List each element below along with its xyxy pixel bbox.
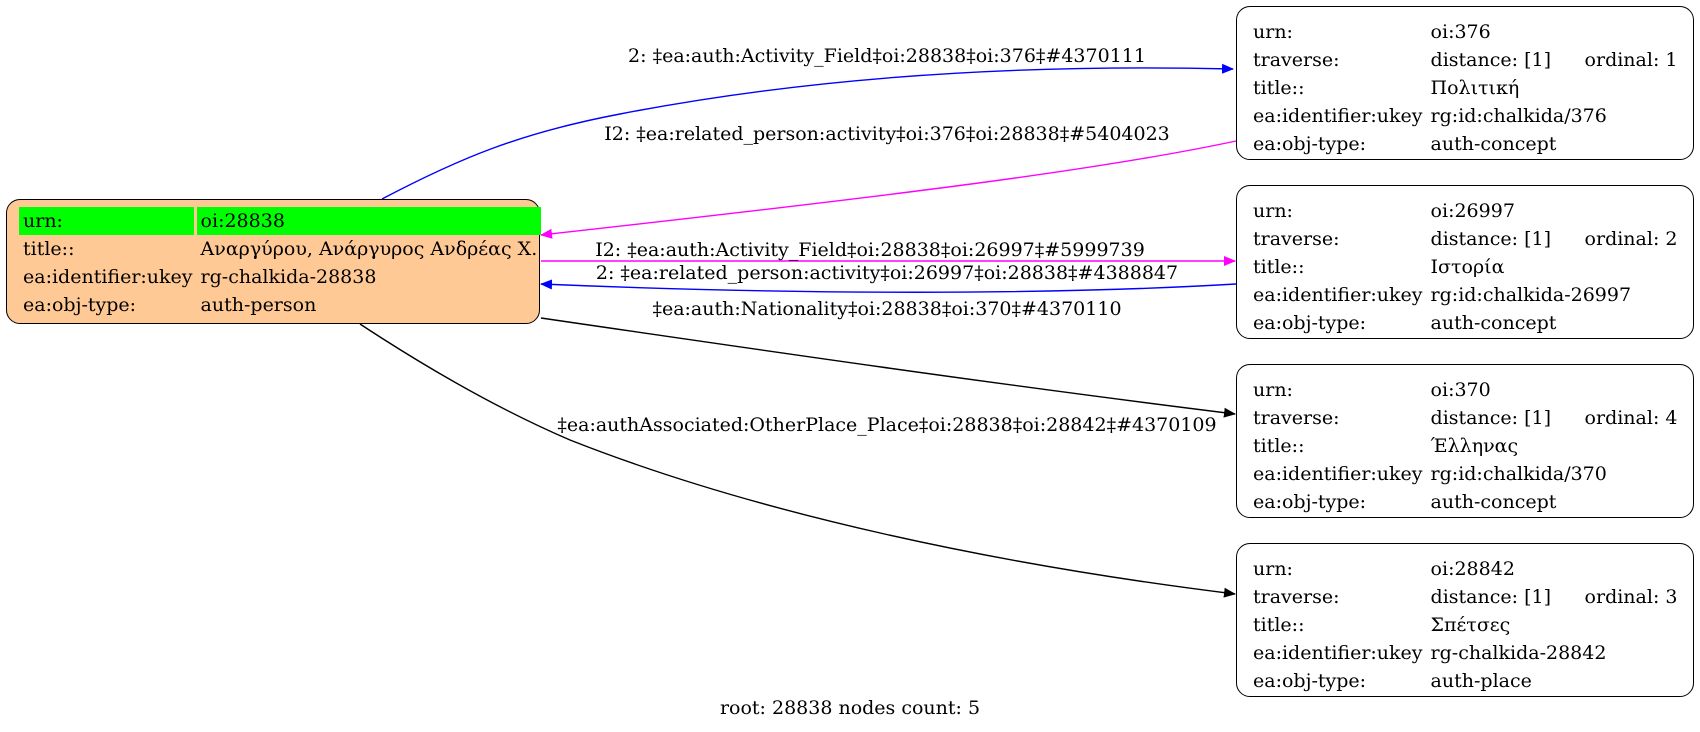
edge-nationality-370 bbox=[540, 317, 1236, 418]
ukey-value: rg:id:chalkida/376 bbox=[1430, 105, 1607, 127]
node-28842[interactable]: urn: oi:28842 traverse: distance: [1] ordin… bbox=[1236, 543, 1694, 697]
ukey-key: ea:identifier:ukey bbox=[1253, 105, 1423, 127]
traverse-key: traverse: bbox=[1253, 586, 1340, 608]
ukey-key: ea:identifier:ukey bbox=[1253, 463, 1423, 485]
node-28842-row-title: title::Σπέτσες bbox=[1249, 611, 1681, 639]
type-key: ea:obj-type: bbox=[1253, 312, 1367, 334]
title-key: title:: bbox=[1253, 77, 1305, 99]
distance-value: distance: [1] bbox=[1430, 407, 1551, 429]
root-node[interactable]: urn: oi:28838 title:: Αναργύρου, Ανάργυρ… bbox=[6, 199, 542, 324]
node-28842-row-traverse: traverse: distance: [1] ordinal: 3 bbox=[1249, 583, 1681, 611]
edge-label-activity-field-26997: I2: ‡ea:auth:Activity_Field‡oi:28838‡oi:… bbox=[595, 239, 1145, 261]
edge-label-related-person-376: I2: ‡ea:related_person:activity‡oi:376‡o… bbox=[604, 123, 1170, 145]
root-row-urn: urn: oi:28838 bbox=[19, 207, 542, 235]
urn-value: oi:28842 bbox=[1430, 558, 1515, 580]
type-key: ea:obj-type: bbox=[1253, 491, 1367, 513]
ukey-value: rg-chalkida-28842 bbox=[1430, 642, 1607, 664]
graph-footer: root: 28838 nodes count: 5 bbox=[719, 697, 981, 719]
ordinal-value: ordinal: 1 bbox=[1584, 49, 1678, 71]
ordinal-value: ordinal: 3 bbox=[1584, 586, 1678, 608]
ukey-value: rg:id:chalkida-26997 bbox=[1430, 284, 1632, 306]
root-title-value: Αναργύρου, Ανάργυρος Ανδρέας Χ. bbox=[200, 238, 538, 260]
root-ukey-value: rg-chalkida-28838 bbox=[200, 266, 377, 288]
type-value: auth-concept bbox=[1430, 133, 1557, 155]
title-value: Πολιτική bbox=[1430, 77, 1520, 99]
node-370-row-type: ea:obj-type: auth-concept bbox=[1249, 488, 1681, 516]
root-urn-key: urn: bbox=[19, 207, 197, 235]
traverse-key: traverse: bbox=[1253, 228, 1340, 250]
node-370-row-ukey: ea:identifier:ukey rg:id:chalkida/370 bbox=[1249, 460, 1681, 488]
edge-other-place-28842 bbox=[359, 323, 1236, 598]
urn-key: urn: bbox=[1253, 21, 1293, 43]
root-node-table: urn: oi:28838 title:: Αναργύρου, Ανάργυρ… bbox=[19, 207, 542, 319]
edge-label-activity-field-376: 2: ‡ea:auth:Activity_Field‡oi:28838‡oi:3… bbox=[628, 45, 1146, 67]
urn-value: oi:376 bbox=[1430, 21, 1491, 43]
root-title-key: title:: bbox=[23, 238, 75, 260]
distance-value: distance: [1] bbox=[1430, 228, 1551, 250]
urn-value: oi:370 bbox=[1430, 379, 1491, 401]
node-26997-row-urn: urn: oi:26997 bbox=[1249, 197, 1681, 225]
edge-related-person-376 bbox=[540, 140, 1237, 239]
ukey-key: ea:identifier:ukey bbox=[1253, 284, 1423, 306]
root-ukey-key: ea:identifier:ukey bbox=[23, 266, 193, 288]
ukey-value: rg:id:chalkida/370 bbox=[1430, 463, 1607, 485]
type-key: ea:obj-type: bbox=[1253, 133, 1367, 155]
node-370-row-traverse: traverse: distance: [1] ordinal: 4 bbox=[1249, 404, 1681, 432]
node-376-row-urn: urn: oi:376 bbox=[1249, 18, 1681, 46]
type-value: auth-concept bbox=[1430, 312, 1557, 334]
node-376-row-ukey: ea:identifier:ukey rg:id:chalkida/376 bbox=[1249, 102, 1681, 130]
root-type-key: ea:obj-type: bbox=[23, 294, 137, 316]
node-370[interactable]: urn: oi:370 traverse: distance: [1] ordinal… bbox=[1236, 364, 1694, 518]
traverse-key: traverse: bbox=[1253, 49, 1340, 71]
urn-key: urn: bbox=[1253, 200, 1293, 222]
root-row-ukey: ea:identifier:ukey rg-chalkida-28838 bbox=[19, 263, 541, 291]
root-row-title: title:: Αναργύρου, Ανάργυρος Ανδρέας Χ. bbox=[19, 235, 541, 263]
node-376-row-traverse: traverse: distance: [1] ordinal: 1 bbox=[1249, 46, 1681, 74]
title-key: title:: bbox=[1253, 614, 1305, 636]
traverse-key: traverse: bbox=[1253, 407, 1340, 429]
node-370-row-urn: urn: oi:370 bbox=[1249, 376, 1681, 404]
urn-key: urn: bbox=[1253, 379, 1293, 401]
urn-value: oi:26997 bbox=[1430, 200, 1515, 222]
root-row-type: ea:obj-type: auth-person bbox=[19, 291, 541, 319]
node-376[interactable]: urn: oi:376 traverse: distance: [1] ordinal… bbox=[1236, 6, 1694, 160]
edge-related-person-26997 bbox=[540, 279, 1237, 293]
title-value: Ιστορία bbox=[1430, 256, 1505, 278]
node-28842-row-urn: urn: oi:28842 bbox=[1249, 555, 1681, 583]
type-value: auth-place bbox=[1430, 670, 1532, 692]
title-value: Σπέτσες bbox=[1430, 614, 1511, 636]
edge-label-related-person-26997: 2: ‡ea:related_person:activity‡oi:26997‡… bbox=[595, 262, 1179, 284]
node-370-row-title: title::Έλληνας bbox=[1249, 432, 1681, 460]
node-376-table: urn: oi:376 traverse: distance: [1] ordinal… bbox=[1249, 18, 1681, 158]
node-26997-table: urn: oi:26997 traverse: distance: [1] ordin… bbox=[1249, 197, 1681, 337]
node-26997-row-title: title::Ιστορία bbox=[1249, 253, 1681, 281]
node-26997[interactable]: urn: oi:26997 traverse: distance: [1] ordin… bbox=[1236, 185, 1694, 339]
node-376-row-type: ea:obj-type: auth-concept bbox=[1249, 130, 1681, 158]
root-type-value: auth-person bbox=[200, 294, 317, 316]
node-370-table: urn: oi:370 traverse: distance: [1] ordinal… bbox=[1249, 376, 1681, 516]
node-28842-table: urn: oi:28842 traverse: distance: [1] ordin… bbox=[1249, 555, 1681, 695]
ukey-key: ea:identifier:ukey bbox=[1253, 642, 1423, 664]
title-value: Έλληνας bbox=[1430, 435, 1519, 457]
type-key: ea:obj-type: bbox=[1253, 670, 1367, 692]
edge-activity-field-376 bbox=[381, 63, 1234, 200]
node-26997-row-ukey: ea:identifier:ukey rg:id:chalkida-26997 bbox=[1249, 281, 1681, 309]
node-26997-row-type: ea:obj-type: auth-concept bbox=[1249, 309, 1681, 337]
node-28842-row-ukey: ea:identifier:ukey rg-chalkida-28842 bbox=[1249, 639, 1681, 667]
edge-label-other-place-28842: ‡ea:authAssociated:OtherPlace_Place‡oi:2… bbox=[557, 414, 1217, 436]
node-28842-row-type: ea:obj-type: auth-place bbox=[1249, 667, 1681, 695]
title-key: title:: bbox=[1253, 256, 1305, 278]
ordinal-value: ordinal: 4 bbox=[1584, 407, 1678, 429]
distance-value: distance: [1] bbox=[1430, 49, 1551, 71]
node-26997-row-traverse: traverse: distance: [1] ordinal: 2 bbox=[1249, 225, 1681, 253]
root-urn-value: oi:28838 bbox=[196, 207, 542, 235]
title-key: title:: bbox=[1253, 435, 1305, 457]
edge-label-nationality-370: ‡ea:auth:Nationality‡oi:28838‡oi:370‡#43… bbox=[652, 298, 1122, 320]
urn-key: urn: bbox=[1253, 558, 1293, 580]
node-376-row-title: title::Πολιτική bbox=[1249, 74, 1681, 102]
ordinal-value: ordinal: 2 bbox=[1584, 228, 1678, 250]
distance-value: distance: [1] bbox=[1430, 586, 1551, 608]
type-value: auth-concept bbox=[1430, 491, 1557, 513]
